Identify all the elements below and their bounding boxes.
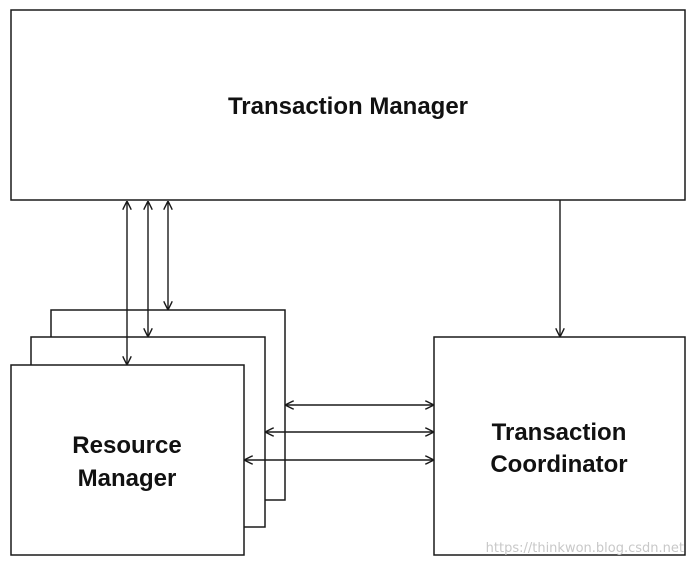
transaction-coordinator-box: Transaction Coordinator — [433, 336, 686, 556]
resource-manager-label-line2: Manager — [78, 465, 177, 492]
resource-manager-label-line1: Resource — [72, 432, 181, 459]
resource-manager-front-box — [10, 364, 245, 556]
transaction-manager-box: Transaction Manager — [10, 9, 686, 201]
watermark-text: https://thinkwon.blog.csdn.net — [486, 541, 684, 556]
transaction-coordinator-label-line2: Coordinator — [490, 451, 627, 478]
transaction-coordinator-label-line1: Transaction — [492, 419, 627, 446]
transaction-manager-label: Transaction Manager — [228, 93, 468, 120]
resource-manager-stack: Resource Manager — [10, 309, 286, 556]
